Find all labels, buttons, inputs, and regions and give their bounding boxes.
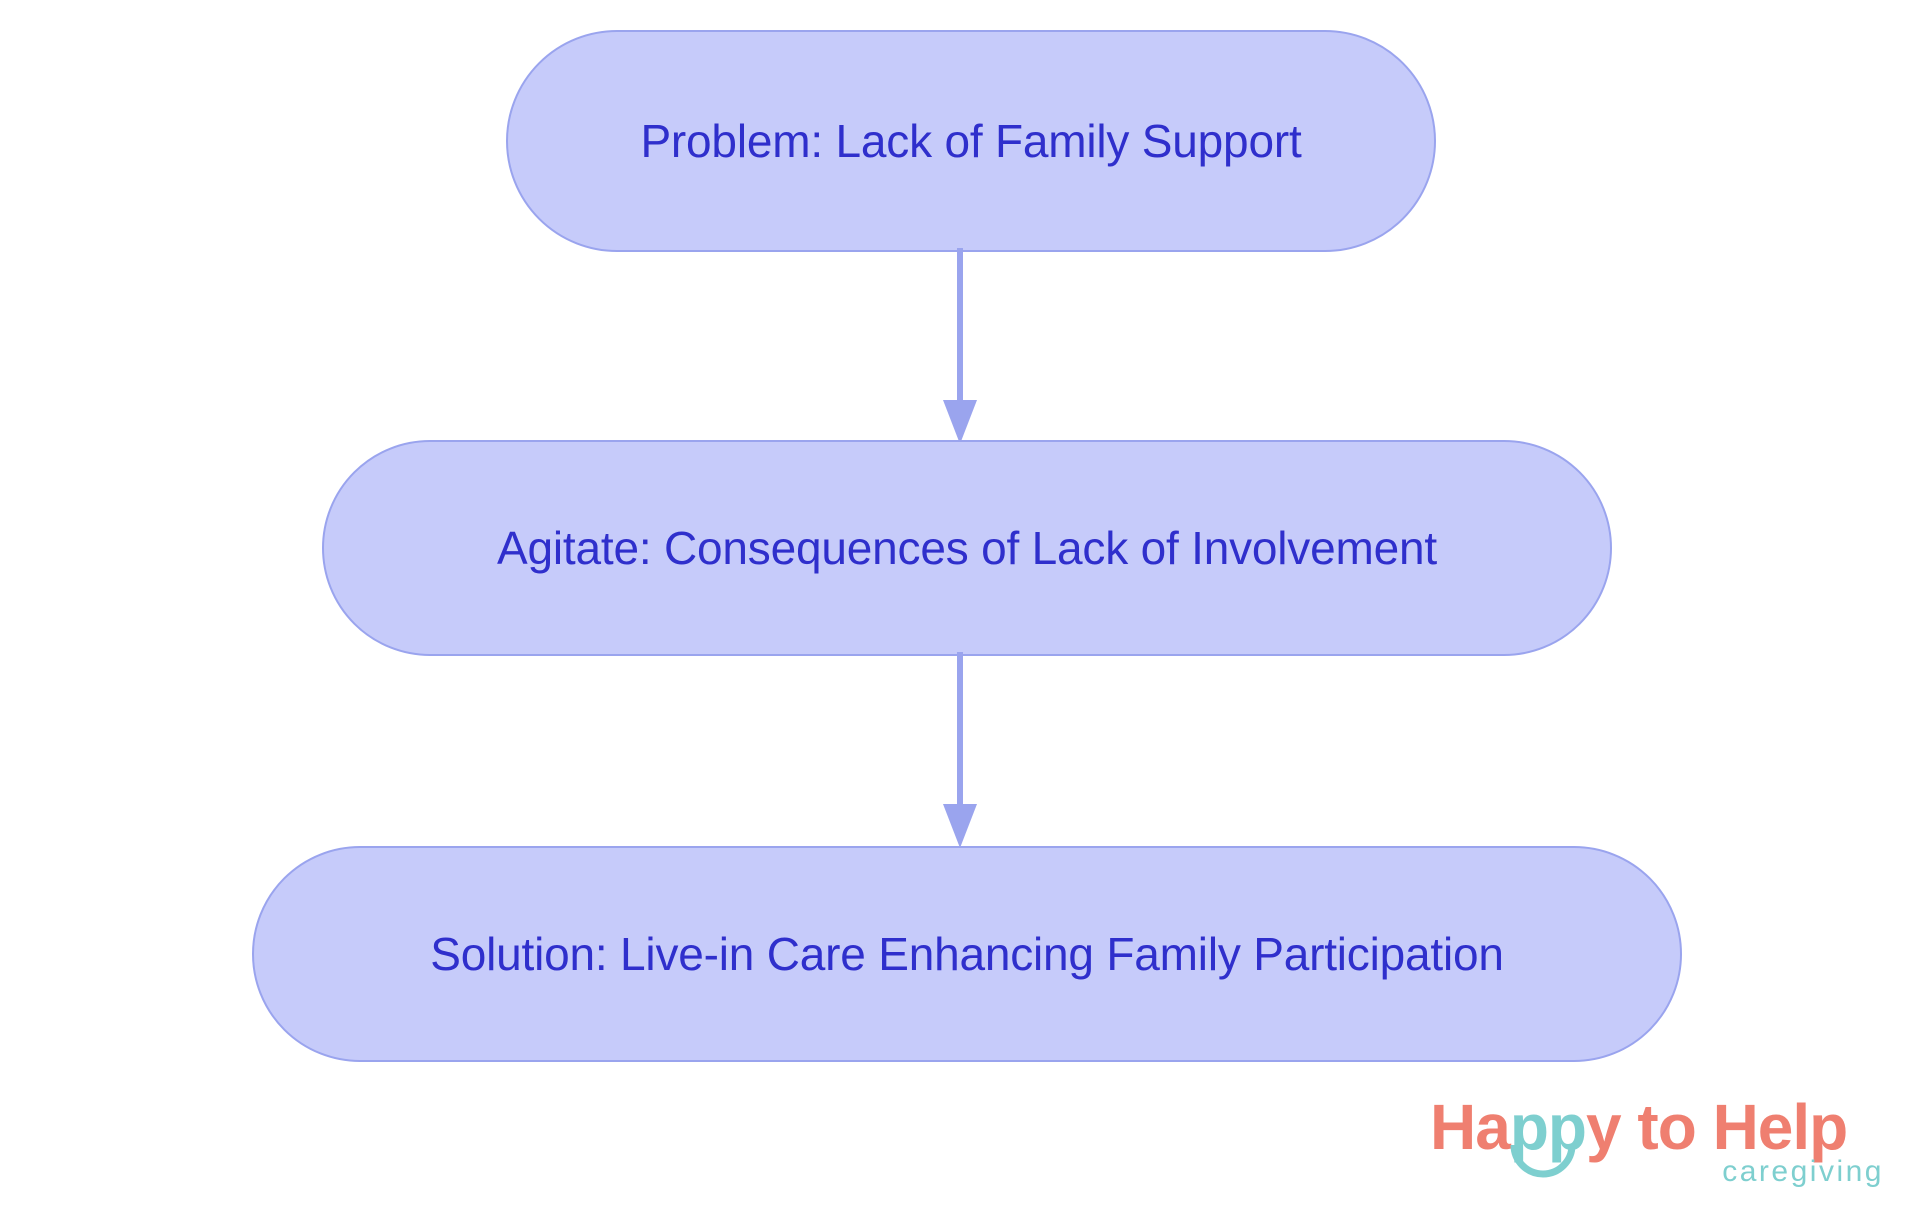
flowchart-node-problem[interactable]: Problem: Lack of Family Support: [506, 30, 1436, 252]
logo-word-part-2: y to Help: [1586, 1091, 1848, 1163]
logo-tagline: caregiving: [1722, 1155, 1884, 1188]
flowchart-connector-problem-to-agitate: [930, 248, 990, 448]
flowchart-node-problem-label: Problem: Lack of Family Support: [640, 114, 1302, 167]
arrow-down-icon: [943, 652, 977, 848]
flowchart-node-agitate-label: Agitate: Consequences of Lack of Involve…: [497, 521, 1437, 574]
smile-arc-icon: [1510, 1144, 1576, 1178]
flowchart-connector-agitate-to-solution: [930, 652, 990, 852]
logo-wordmark: Happy to Help: [1430, 1095, 1890, 1178]
arrow-down-icon: [943, 248, 977, 444]
logo-word-part-1: Ha: [1430, 1091, 1511, 1163]
flowchart-node-agitate[interactable]: Agitate: Consequences of Lack of Involve…: [322, 440, 1612, 656]
flowchart-node-solution[interactable]: Solution: Live-in Care Enhancing Family …: [252, 846, 1682, 1062]
brand-logo: Happy to Help caregiving: [1430, 1095, 1890, 1205]
flowchart-node-solution-label: Solution: Live-in Care Enhancing Family …: [430, 927, 1504, 980]
